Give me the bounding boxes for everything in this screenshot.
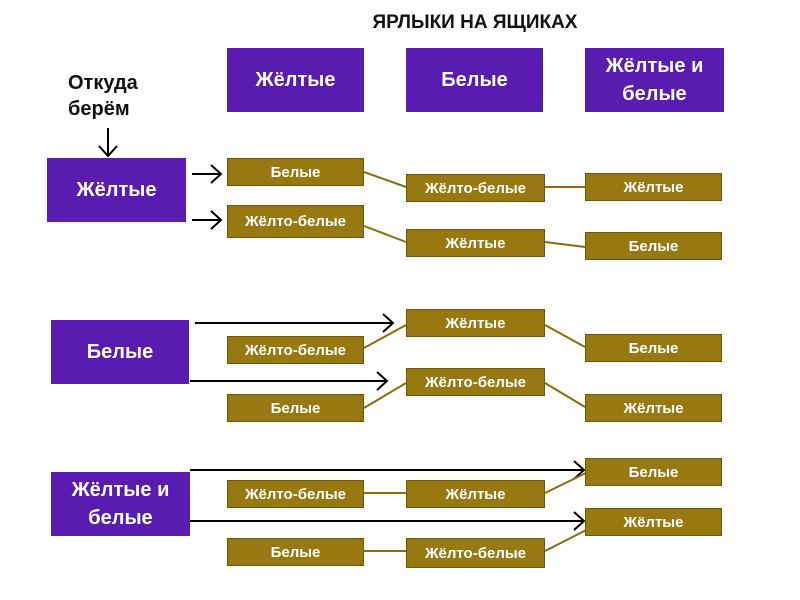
- source-box-white: Белые: [51, 320, 189, 384]
- column-header-white: Белые: [406, 48, 543, 112]
- group-2-row-1-col-3: Белые: [585, 334, 722, 362]
- group-3-row-2-col-3: Жёлтые: [585, 508, 722, 536]
- group-2-row-2-col-2: Жёлто-белые: [406, 368, 545, 396]
- group-2-row-1-col-2: Жёлтые: [406, 309, 545, 337]
- group-2-row-1-col-1: Жёлто-белые: [227, 336, 364, 364]
- source-box-yellow: Жёлтые: [47, 158, 186, 222]
- group-1-row-2-col-2: Жёлтые: [406, 229, 545, 257]
- column-header-yellow: Жёлтые: [227, 48, 364, 112]
- group-2-arrows: [190, 313, 395, 391]
- column-header-yellow-white: Жёлтые и белые: [585, 48, 724, 112]
- group-3-arrows: [190, 460, 586, 531]
- group-3-row-2-col-2: Жёлто-белые: [406, 538, 545, 568]
- group-1-row-1-col-3: Жёлтые: [585, 173, 722, 201]
- group-2-row-2-col-3: Жёлтые: [585, 394, 722, 422]
- group-1-arrows: [192, 164, 223, 230]
- group-3-row-2-col-1: Белые: [227, 538, 364, 566]
- group-1-row-2-col-3: Белые: [585, 232, 722, 260]
- group-2-row-2-col-1: Белые: [227, 394, 364, 422]
- group-1-row-1-col-1: Белые: [227, 158, 364, 186]
- group-1-row-1-col-2: Жёлто-белые: [406, 174, 545, 202]
- group-3-row-1-col-3: Белые: [585, 458, 722, 486]
- entry-arrow: [98, 128, 118, 158]
- diagram-title: ЯРЛЫКИ НА ЯЩИКАХ: [372, 12, 578, 33]
- source-label: Откуда берём: [68, 72, 138, 120]
- group-3-links: [364, 471, 601, 552]
- group-3-row-1-col-1: Жёлто-белые: [227, 480, 364, 508]
- group-1-row-2-col-1: Жёлто-белые: [227, 205, 364, 238]
- group-2-links: [363, 324, 586, 409]
- group-1-links: [363, 171, 586, 248]
- source-box-yellow-white: Жёлтые и белые: [51, 472, 190, 536]
- group-3-row-1-col-2: Жёлтые: [406, 480, 545, 508]
